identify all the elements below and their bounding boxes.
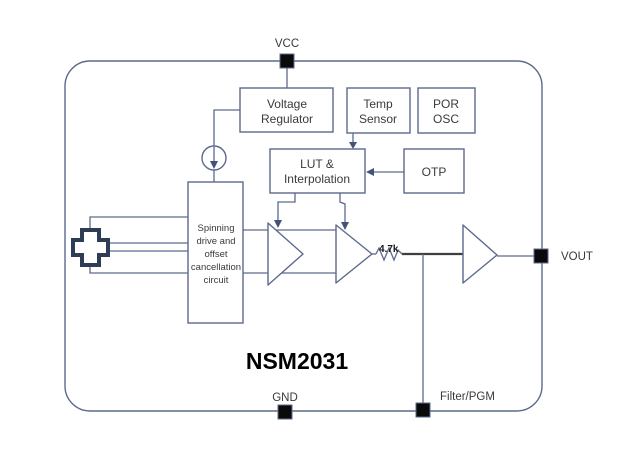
- resistor: 4.7k: [375, 244, 403, 262]
- block-por-osc: POR OSC: [417, 87, 476, 134]
- arrow-down-icon: [210, 161, 218, 169]
- wire-lut-to-amp1: [277, 193, 296, 221]
- lut-label-line2: Interpolation: [284, 172, 350, 186]
- wire-lut-to-amp2: [339, 193, 346, 223]
- spinning-label-line4: cancellation: [191, 262, 241, 273]
- por-osc-label-line2: OSC: [433, 112, 459, 126]
- block-otp: OTP: [403, 148, 465, 194]
- block-temp-sensor: Temp Sensor: [346, 87, 411, 134]
- filter-pgm-pin-label: Filter/PGM: [440, 391, 495, 403]
- arrow-left-icon: [366, 168, 374, 176]
- arrow-down-icon: [349, 142, 357, 149]
- vcc-pin-icon: [279, 53, 295, 69]
- voltage-regulator-label-line2: Regulator: [261, 112, 313, 126]
- por-osc-label-line1: POR: [433, 97, 459, 111]
- resistor-value-label: 4.7k: [379, 244, 399, 255]
- output-buffer-icon: [462, 224, 498, 284]
- block-lut-interpolation: LUT & Interpolation: [269, 148, 366, 194]
- spinning-circuit-box: [187, 181, 244, 324]
- resistor-zigzag-icon: [375, 246, 403, 262]
- voltage-regulator-box: [239, 87, 334, 133]
- wire-regulator-to-current-source: [213, 109, 240, 146]
- temp-sensor-label-line2: Sensor: [359, 112, 397, 126]
- chip-title: NSM2031: [246, 348, 348, 374]
- temp-sensor-label-line1: Temp: [363, 97, 393, 111]
- vout-pin-label: VOUT: [561, 251, 593, 263]
- current-source-symbol: [201, 145, 227, 171]
- pin-gnd: GND: [272, 392, 298, 420]
- temp-sensor-box: [346, 87, 411, 134]
- pin-filter-pgm: Filter/PGM: [415, 391, 495, 418]
- amplifier-2-icon: [335, 224, 373, 284]
- wire-hall-top: [89, 216, 188, 228]
- amplifier-1-icon: [267, 222, 304, 286]
- pin-vout: VOUT: [533, 248, 593, 264]
- hall-element-icon: [71, 228, 110, 267]
- pin-vcc: VCC: [275, 38, 299, 69]
- spinning-label-line2: drive and: [196, 236, 235, 247]
- spinning-label-line5: circuit: [204, 275, 229, 286]
- gnd-pin-icon: [277, 404, 293, 420]
- otp-label: OTP: [422, 165, 447, 179]
- lut-interpolation-box: [269, 148, 366, 194]
- spinning-label-line1: Spinning: [198, 223, 235, 234]
- voltage-regulator-label-line1: Voltage: [267, 97, 307, 111]
- lut-label-line1: LUT &: [300, 157, 334, 171]
- vout-pin-icon: [533, 248, 549, 264]
- block-spinning-circuit: Spinning drive and offset cancellation c…: [187, 181, 244, 324]
- wire-hall-bottom: [89, 266, 188, 274]
- vcc-pin-label: VCC: [275, 38, 299, 50]
- por-osc-box: [417, 87, 476, 134]
- otp-box: [403, 148, 465, 194]
- gnd-pin-label: GND: [272, 392, 298, 404]
- arrow-down-icon: [341, 222, 349, 230]
- filter-pgm-pin-icon: [415, 402, 431, 418]
- arrow-down-icon: [274, 220, 282, 228]
- spinning-label-line3: offset: [204, 249, 227, 260]
- block-voltage-regulator: Voltage Regulator: [239, 87, 334, 133]
